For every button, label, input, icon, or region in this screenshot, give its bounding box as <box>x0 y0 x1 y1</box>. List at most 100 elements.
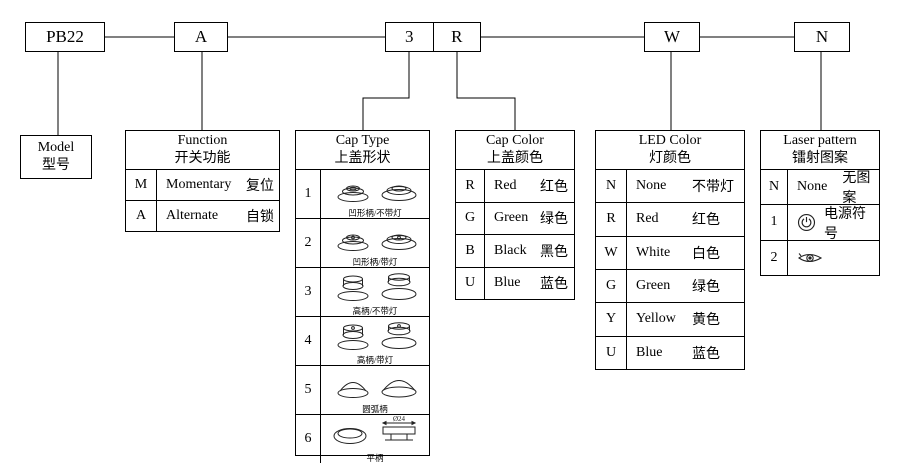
row-code: B <box>456 235 485 267</box>
table-row: G Green 绿色 <box>456 202 574 235</box>
cap-color-table: Cap Color 上盖颜色 R Red 红色 G Green 绿色 B Bla… <box>455 130 575 300</box>
row-label-zh: 绿色 <box>692 280 720 296</box>
cap-concave-lit-icon <box>337 234 417 251</box>
led-color-table: LED Color 灯颜色 N None 不带灯 R Red 红色 W Whit… <box>595 130 745 370</box>
cap-concave-unlit-icon <box>337 185 417 202</box>
laser-pattern-table-header: Laser pattern 镭射图案 <box>761 131 879 170</box>
row-code: 2 <box>761 240 788 275</box>
row-label-zh: 复位 <box>246 179 274 194</box>
row-label-en: White <box>636 244 671 260</box>
row-code: 6 <box>296 415 321 463</box>
table-row: M Momentary 复位 <box>126 170 279 201</box>
code-box-led: W <box>644 22 700 52</box>
cap-flat-icon: Ø24 <box>333 415 417 444</box>
row-code: R <box>456 170 485 202</box>
table-row: W White 白色 <box>596 236 744 270</box>
row-label-zh: 蓝色 <box>692 346 720 362</box>
cap-drawing-cell: Ø24 平柄 <box>321 415 429 463</box>
row-code: M <box>126 170 157 200</box>
row-label-zh: 红色 <box>540 179 568 195</box>
row-label: Red 红色 <box>627 203 744 235</box>
cap-type-title-en: Cap Type <box>335 132 390 148</box>
table-row: 1 凹形柄/不带灯 <box>296 170 429 219</box>
row-code: N <box>596 170 627 203</box>
row-label-en: None <box>636 178 667 194</box>
row-code: 2 <box>296 219 321 267</box>
cap-color-title-en: Cap Color <box>486 132 544 148</box>
row-label-zh: 蓝色 <box>540 277 568 293</box>
row-label-zh: 绿色 <box>540 212 568 228</box>
row-label: Blue 蓝色 <box>627 337 744 369</box>
table-row: R Red 红色 <box>456 170 574 203</box>
model-title-zh: 型号 <box>42 158 70 173</box>
row-label: White 白色 <box>627 237 744 269</box>
cap-caption: 圆弧柄 <box>362 403 388 414</box>
cap-drawing-cell: 高柄/带灯 <box>321 317 429 365</box>
cap-tall-unlit-icon <box>337 273 417 301</box>
cap-drawing-cell: 凹形柄/带灯 <box>321 219 429 267</box>
eye-icon <box>797 250 823 266</box>
code-cap-type: 3 <box>405 27 414 46</box>
code-box-laser: N <box>794 22 850 52</box>
table-row: N None 不带灯 <box>596 170 744 204</box>
cap-drawing-cell: 高柄/不带灯 <box>321 268 429 316</box>
row-label-en: Green <box>494 210 529 226</box>
cap-caption: 高柄/带灯 <box>356 354 394 365</box>
code-led-color: W <box>663 27 681 46</box>
row-label-en: Yellow <box>636 311 676 327</box>
row-label-en: Black <box>494 242 527 258</box>
row-label-en: Red <box>494 177 517 193</box>
row-code: U <box>456 267 485 299</box>
row-code: 1 <box>296 170 321 218</box>
cap-tall-lit-icon <box>337 322 417 350</box>
power-icon <box>797 213 816 232</box>
table-row: U Blue 蓝色 <box>456 267 574 300</box>
row-label: Blue 蓝色 <box>485 268 574 300</box>
cap-drawing-cell: 凹形柄/不带灯 <box>321 170 429 218</box>
row-label-en: Red <box>636 211 659 227</box>
table-row: G Green 绿色 <box>596 269 744 304</box>
row-label-zh: 无图案 <box>842 171 871 207</box>
row-label: Alternate 自锁 <box>157 201 279 231</box>
table-row: U Blue 蓝色 <box>596 336 744 369</box>
row-label-zh: 自锁 <box>246 210 274 225</box>
table-row: 3 高柄/不带灯 <box>296 268 429 317</box>
table-row: 2 凹形柄/带灯 <box>296 219 429 268</box>
table-row: A Alternate 自锁 <box>126 201 279 231</box>
row-label-zh: 白色 <box>692 246 720 262</box>
cap-dome-icon <box>337 380 417 398</box>
laser-pattern-table: Laser pattern 镭射图案 N None 无图案 1 <box>760 130 880 276</box>
row-label: Momentary 复位 <box>157 170 279 200</box>
row-code: G <box>456 202 485 234</box>
cap-caption: 凹形柄/不带灯 <box>348 207 402 218</box>
table-row: B Black 黑色 <box>456 235 574 268</box>
row-code: 5 <box>296 366 321 414</box>
cap-color-title-zh: 上盖颜色 <box>487 151 543 166</box>
row-label-en: Green <box>636 278 671 294</box>
row-label: Green 绿色 <box>627 270 744 302</box>
row-label: Green 绿色 <box>485 203 574 235</box>
row-label-zh: 红色 <box>692 213 720 229</box>
cap-color-table-header: Cap Color 上盖颜色 <box>456 131 574 170</box>
row-label-zh: 电源符号 <box>824 206 866 242</box>
row-code: G <box>596 269 627 303</box>
table-row: 2 <box>761 240 879 275</box>
code-box-cap: 3 R <box>385 22 481 52</box>
row-label-en: Blue <box>494 275 521 291</box>
model-title-en: Model <box>37 139 75 155</box>
function-table: Function 开关功能 M Momentary 复位 A Alternate… <box>125 130 280 232</box>
row-code: U <box>596 336 627 369</box>
row-code: W <box>596 236 627 269</box>
row-label: Red 红色 <box>485 170 574 202</box>
table-row: 6 Ø24 平柄 <box>296 415 429 463</box>
code-laser: N <box>815 27 829 46</box>
led-color-title-zh: 灯颜色 <box>649 151 691 166</box>
led-color-table-header: LED Color 灯颜色 <box>596 131 744 170</box>
row-code: Y <box>596 303 627 336</box>
table-row: R Red 红色 <box>596 203 744 237</box>
row-label-zh: 不带灯 <box>692 180 734 196</box>
cap-drawing-cell: 圆弧柄 <box>321 366 429 414</box>
table-row: 4 高柄/带灯 <box>296 317 429 366</box>
led-color-title-en: LED Color <box>638 132 702 148</box>
